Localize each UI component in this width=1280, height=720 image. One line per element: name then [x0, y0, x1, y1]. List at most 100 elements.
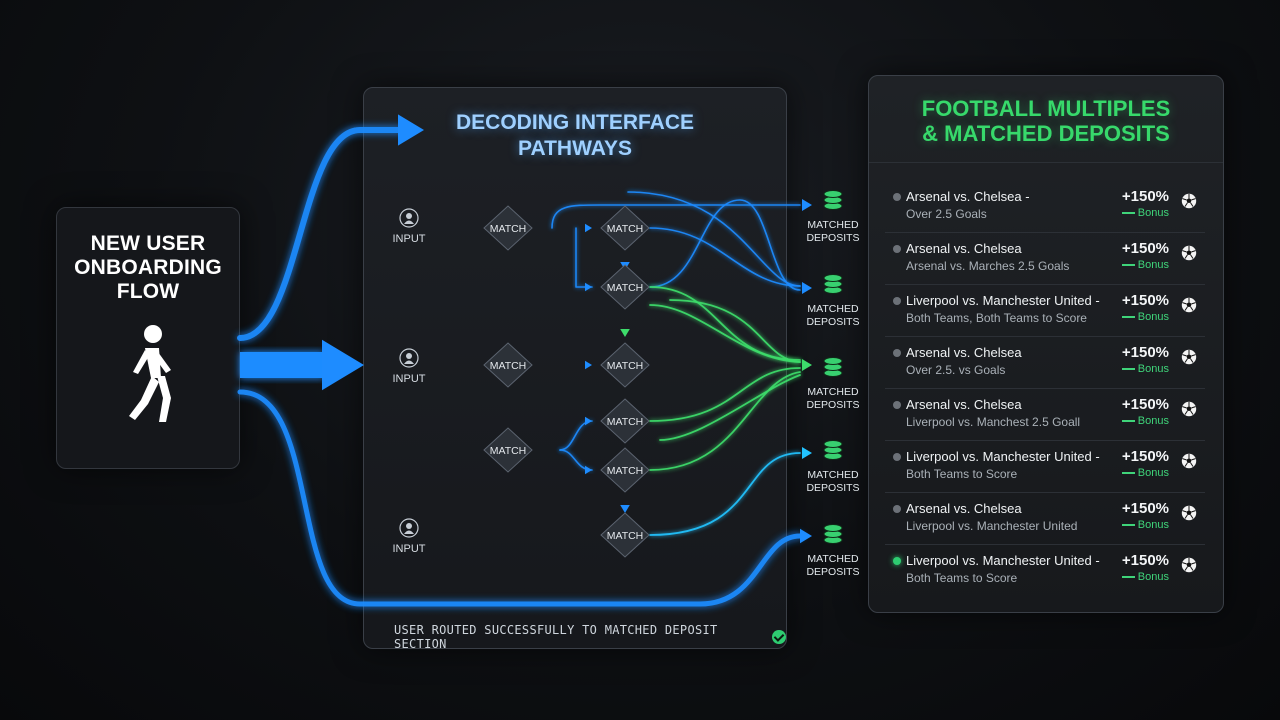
panel-title: FOOTBALL MULTIPLES & MATCHED DEPOSITS [921, 96, 1171, 146]
arrowhead [585, 465, 592, 475]
coin-stack-icon [823, 190, 843, 198]
match-label: MATCH [607, 530, 644, 542]
flow-line [649, 227, 801, 287]
match-label: MATCH [490, 223, 527, 235]
match-market: Liverpool vs. Manchest 2.5 Goall [906, 415, 1081, 429]
match-title: Arsenal vs. Chelsea [906, 397, 1022, 412]
match-label: MATCH [607, 465, 644, 477]
football-icon [1181, 453, 1197, 469]
deposit-label: MATCHED [807, 386, 859, 398]
user-icon [399, 208, 419, 228]
status-dot [893, 505, 901, 513]
user-icon-head [406, 523, 412, 529]
match-title: Arsenal vs. Chelsea [906, 241, 1022, 256]
match-title: Liverpool vs. Manchester United - [906, 293, 1100, 308]
status-dot [893, 453, 901, 461]
match-node [600, 205, 650, 251]
input-label: INPUT [393, 543, 426, 555]
bonus-label: Bonus [1122, 519, 1169, 531]
arrowhead [620, 505, 630, 513]
flow-line [559, 449, 593, 471]
deposit-label: MATCHED [807, 219, 859, 231]
status-dot [893, 193, 901, 201]
bonus-label: Bonus [1122, 259, 1169, 271]
bonus-label: Bonus [1122, 467, 1169, 479]
boost-percent: +150% [1121, 448, 1169, 465]
list-item[interactable]: Arsenal vs. Chelsea -Over 2.5 Goals+150%… [885, 180, 1205, 233]
arrowhead-top [398, 114, 424, 146]
bonus-label: Bonus [1122, 415, 1169, 427]
coin-stack-icon [823, 274, 843, 282]
flow-line-green [649, 367, 801, 422]
deposit-label: DEPOSITS [806, 316, 859, 328]
match-market: Both Teams to Score [906, 467, 1018, 481]
match-node [600, 447, 650, 493]
arrowhead [585, 223, 592, 233]
flow-line-cyan [649, 452, 801, 536]
football-icon [1181, 349, 1197, 365]
match-title: Liverpool vs. Manchester United - [906, 449, 1100, 464]
arrowhead [585, 360, 592, 370]
flow-line [551, 204, 801, 229]
match-market: Over 2.5 Goals [906, 207, 987, 221]
user-icon [399, 518, 419, 538]
list-item[interactable]: Liverpool vs. Manchester United -Both Te… [885, 544, 1205, 596]
deposit-label: DEPOSITS [806, 566, 859, 578]
match-node [483, 342, 533, 388]
match-title: Arsenal vs. Chelsea [906, 345, 1022, 360]
status-dot [893, 349, 901, 357]
check-icon [772, 630, 786, 644]
deposit-label: DEPOSITS [806, 399, 859, 411]
match-market: Over 2.5. vs Goals [906, 363, 1006, 377]
arrowhead [585, 282, 592, 292]
flow-line-green [659, 374, 801, 441]
match-label: MATCH [607, 282, 644, 294]
flow-line-green [649, 371, 801, 471]
status-dot [893, 401, 901, 409]
match-market: Liverpool vs. Manchester United [906, 519, 1078, 533]
football-icon [1181, 245, 1197, 261]
decoder-title: DECODING INTERFACE PATHWAYS [455, 111, 694, 160]
football-icon [1181, 505, 1197, 521]
bonus-label: Bonus [1122, 207, 1169, 219]
arrowhead [802, 199, 812, 211]
list-item[interactable]: Liverpool vs. Manchester United - Both Te… [885, 440, 1205, 493]
arrowhead [585, 416, 592, 426]
football-icon [1181, 557, 1197, 573]
user-icon-head [406, 353, 412, 359]
flow-line-green [649, 286, 801, 361]
input-label: INPUT [393, 373, 426, 385]
list-item[interactable]: Liverpool vs. Manchester United -Both Te… [885, 284, 1205, 337]
boost-percent: +150% [1121, 552, 1169, 569]
match-node [483, 205, 533, 251]
boost-percent: +150% [1121, 500, 1169, 517]
coin-stack-icon [823, 440, 843, 448]
bonus-label: Bonus [1122, 571, 1169, 583]
input-label: INPUT [393, 233, 426, 245]
deposit-label: MATCHED [807, 553, 859, 565]
flow-line [627, 191, 801, 287]
decoder-panel: DECODING INTERFACE PATHWAYS USER ROUTED … [363, 87, 787, 651]
user-icon [399, 348, 419, 368]
football-icon [1181, 401, 1197, 417]
coin-stack-icon [823, 524, 843, 532]
match-node [600, 512, 650, 558]
panel-header: FOOTBALL MULTIPLES & MATCHED DEPOSITS [869, 76, 1223, 163]
flow-line-green [649, 304, 801, 363]
match-node [600, 398, 650, 444]
walking-person-icon [129, 325, 171, 422]
status-message: USER ROUTED SUCCESSFULLY TO MATCHED DEPO… [394, 623, 786, 651]
bonus-label: Bonus [1122, 363, 1169, 375]
match-market: Arsenal vs. Marches 2.5 Goals [906, 259, 1070, 273]
flow-main [240, 352, 324, 378]
match-title: Arsenal vs. Chelsea [906, 501, 1022, 516]
boost-percent: +150% [1121, 188, 1169, 205]
match-node [600, 342, 650, 388]
status-dot [893, 245, 901, 253]
arrowhead [620, 329, 630, 337]
